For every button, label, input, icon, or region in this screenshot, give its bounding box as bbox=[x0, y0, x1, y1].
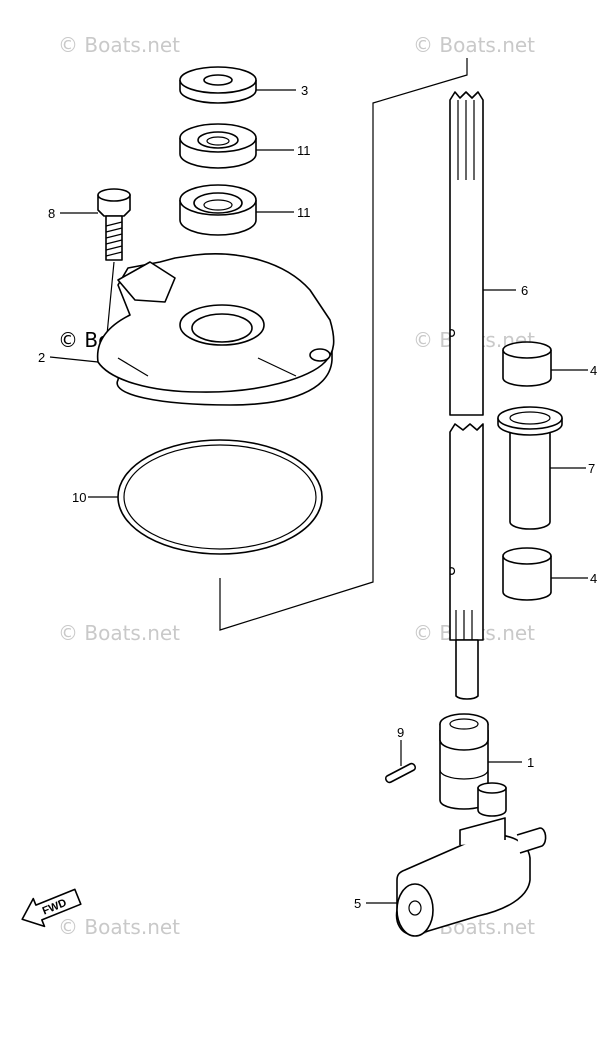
callout-8: 8 bbox=[48, 206, 55, 221]
watermark-top-right: © Boats.net bbox=[413, 33, 535, 57]
bolt-part bbox=[97, 188, 131, 261]
callout-10: 10 bbox=[72, 490, 86, 505]
oil-seal-lower-part bbox=[179, 184, 257, 236]
seal-washer-part bbox=[179, 66, 257, 104]
callout-7: 7 bbox=[588, 461, 595, 476]
bushing-long-part bbox=[497, 406, 563, 530]
fwd-arrow-icon: FWD bbox=[21, 888, 82, 928]
callout-11-lower: 11 bbox=[297, 205, 311, 220]
watermark-lower-left: © Boats.net bbox=[58, 621, 180, 645]
pin-part bbox=[384, 762, 417, 784]
housing-part bbox=[96, 253, 335, 406]
bushing-upper-part bbox=[502, 341, 552, 387]
lever-joint-part bbox=[439, 713, 507, 817]
bushing-lower-part bbox=[502, 547, 552, 601]
watermark-top-left: © Boats.net bbox=[58, 33, 180, 57]
callout-11-upper: 11 bbox=[297, 143, 311, 158]
callout-3: 3 bbox=[301, 83, 308, 98]
o-ring-part bbox=[117, 439, 323, 555]
callout-1: 1 bbox=[527, 755, 534, 770]
callout-4-upper: 4 bbox=[590, 363, 597, 378]
shaft-part bbox=[449, 91, 484, 700]
clutch-lever-part bbox=[395, 817, 547, 937]
callout-2: 2 bbox=[38, 350, 45, 365]
leader-2 bbox=[49, 356, 99, 363]
callout-4-lower: 4 bbox=[590, 571, 597, 586]
oil-seal-upper-part bbox=[179, 123, 257, 169]
watermark-bottom-left: © Boats.net bbox=[58, 915, 180, 939]
callout-6: 6 bbox=[521, 283, 528, 298]
callout-5: 5 bbox=[354, 896, 361, 911]
callout-9: 9 bbox=[397, 725, 404, 740]
assembly-bracket bbox=[219, 58, 468, 631]
